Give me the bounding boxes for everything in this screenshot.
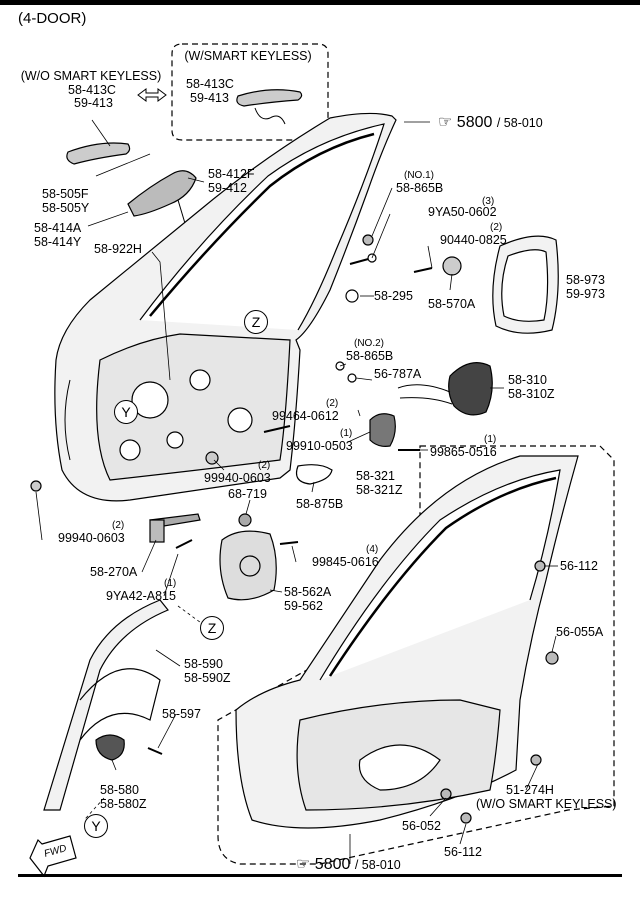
part-58-414y: 58-414Y — [34, 235, 82, 249]
ref-sub: / 58-010 — [354, 858, 401, 872]
bottom-rule — [18, 874, 622, 877]
part-99845-0616: 99845-0616 — [312, 555, 379, 569]
pointing-hand-icon: ☞ — [438, 114, 453, 131]
label-wo-smart-keyless-b: (W/O SMART KEYLESS) — [476, 797, 617, 811]
part-99865-0516: 99865-0516 — [430, 445, 497, 459]
part-56-055a: 56-055A — [556, 625, 604, 639]
ref-group-bottom[interactable]: ☞ 5800 / 58-010 — [296, 854, 401, 874]
part-58-922h: 58-922H — [94, 242, 142, 256]
part-58-505y: 58-505Y — [42, 201, 90, 215]
part-58-321z: 58-321Z — [356, 483, 403, 497]
part-56-787a: 56-787A — [374, 367, 422, 381]
part-58-865b-no2: 58-865B — [346, 349, 394, 363]
part-59-413-smart: 59-413 — [190, 91, 229, 105]
part-58-413c-smart: 58-413C — [186, 77, 234, 91]
pointing-hand-icon: ☞ — [296, 856, 311, 873]
part-99940-0603-b: 99940-0603 — [58, 531, 125, 545]
part-58-505f: 58-505F — [42, 187, 89, 201]
part-58-414a: 58-414A — [34, 221, 82, 235]
page-title: (4-DOOR) — [18, 10, 87, 27]
part-59-973: 59-973 — [566, 287, 605, 301]
part-56-112-b: 56-112 — [444, 845, 482, 859]
handle-bracket — [127, 170, 197, 217]
part-58-270a: 58-270A — [90, 565, 138, 579]
top-rule — [0, 0, 640, 5]
part-58-580: 58-580 — [100, 783, 139, 797]
part-68-719: 68-719 — [228, 487, 267, 501]
callout-z-2: Z — [200, 616, 224, 640]
part-59-413: 59-413 — [74, 96, 113, 110]
callout-y: Y — [114, 400, 138, 424]
part-58-570a: 58-570A — [428, 297, 476, 311]
part-58-973: 58-973 — [566, 273, 605, 287]
part-58-590: 58-590 — [184, 657, 223, 671]
handle-outer — [66, 142, 131, 165]
ref-number: 5800 — [456, 114, 493, 131]
part-58-597: 58-597 — [162, 707, 201, 721]
part-56-112: 56-112 — [560, 559, 598, 573]
part-59-412: 59-412 — [208, 181, 247, 195]
part-58-413c: 58-413C — [68, 83, 116, 97]
part-58-321: 58-321 — [356, 469, 395, 483]
ref-group-top[interactable]: ☞ 5800 / 58-010 — [438, 112, 543, 132]
seal-58-875b — [295, 464, 333, 485]
part-99940-0603: 99940-0603 — [204, 471, 271, 485]
qty-2-c: (2) — [258, 460, 271, 471]
qty-4: (4) — [366, 544, 379, 555]
callout-y-2: Y — [84, 814, 108, 838]
qty-no2: (NO.2) — [354, 338, 384, 349]
part-58-310z: 58-310Z — [508, 387, 555, 401]
qty-2-d: (2) — [112, 520, 125, 531]
qty-2-a: (2) — [490, 222, 503, 233]
qty-1-b: (1) — [484, 434, 497, 445]
exchange-arrow — [137, 88, 167, 102]
part-99464-0612: 99464-0612 — [272, 409, 339, 423]
door-latch — [448, 362, 493, 416]
label-w-smart-keyless: (W/SMART KEYLESS) — [184, 49, 312, 63]
outer-door-region — [217, 445, 615, 865]
part-58-590z: 58-590Z — [184, 671, 231, 685]
window-regulator — [43, 599, 169, 811]
part-58-865b: 58-865B — [396, 181, 444, 195]
inner-handle — [369, 413, 396, 447]
qty-1-c: (1) — [164, 578, 177, 589]
ref-sub: / 58-010 — [496, 116, 543, 130]
part-9ya42-a815: 9YA42-A815 — [106, 589, 176, 603]
fwd-arrow — [29, 835, 77, 878]
qty-no1: (NO.1) — [404, 170, 434, 181]
part-58-580z: 58-580Z — [100, 797, 147, 811]
part-58-295: 58-295 — [374, 289, 413, 303]
handle-smart — [236, 89, 303, 107]
ref-number: 5800 — [314, 856, 351, 873]
part-99910-0503: 99910-0503 — [286, 439, 353, 453]
part-56-052: 56-052 — [402, 819, 441, 833]
qty-3: (3) — [482, 196, 495, 207]
part-58-310: 58-310 — [508, 373, 547, 387]
part-51-274h: 51-274H — [506, 783, 554, 797]
qty-1-a: (1) — [340, 428, 353, 439]
part-9ya50-0602: 9YA50-0602 — [428, 205, 497, 219]
door-module — [219, 530, 277, 601]
part-58-562a: 58-562A — [284, 585, 332, 599]
qty-2-b: (2) — [326, 398, 339, 409]
callout-z: Z — [244, 310, 268, 334]
regulator-motor — [95, 734, 125, 761]
part-90440-0825: 90440-0825 — [440, 233, 507, 247]
label-wo-smart-keyless: (W/O SMART KEYLESS) — [20, 69, 162, 83]
part-58-412f: 58-412F — [208, 167, 255, 181]
part-58-875b: 58-875B — [296, 497, 344, 511]
part-59-562: 59-562 — [284, 599, 323, 613]
